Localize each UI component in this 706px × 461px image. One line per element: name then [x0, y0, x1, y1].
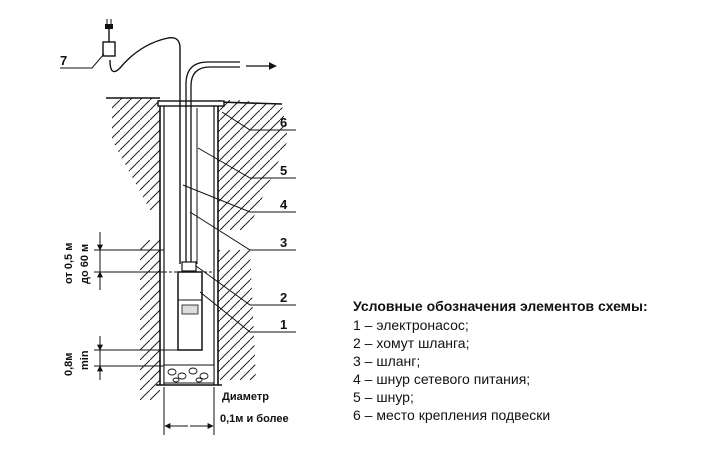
leader-7 — [60, 53, 105, 69]
label-4: 4 — [280, 197, 288, 212]
legend-item-6: 6 – место крепления подвески — [353, 407, 551, 423]
legend-item-3: 3 – шланг; — [353, 353, 421, 369]
leader-6 — [221, 111, 296, 131]
soil-right-upper — [218, 100, 288, 230]
label-1: 1 — [280, 317, 287, 332]
diameter-dimension — [163, 387, 215, 435]
gravel-filter — [163, 364, 215, 384]
label-2: 2 — [280, 290, 287, 305]
depth-label-line2: до 60 м — [79, 244, 91, 284]
gravel-stones — [167, 367, 209, 383]
depth-label-line1: от 0,5 м — [63, 243, 75, 284]
label-5: 5 — [280, 163, 287, 178]
label-6: 6 — [280, 115, 287, 130]
hose-inner — [190, 66, 240, 264]
leader-1 — [199, 291, 296, 333]
min-clearance-dimension — [94, 336, 178, 380]
power-plug — [102, 19, 116, 57]
ground-line-right — [217, 101, 283, 105]
leader-4 — [182, 184, 296, 213]
soil-left-upper — [112, 98, 160, 210]
legend-title: Условные обозначения элементов схемы: — [353, 298, 648, 314]
power-cord — [109, 37, 181, 264]
legend-item-2: 2 – хомут шланга; — [353, 335, 470, 351]
diameter-label-line2: 0,1м и более — [220, 413, 289, 425]
callout-numbers: 6 5 4 3 2 1 7 — [60, 53, 288, 332]
label-7: 7 — [60, 53, 67, 68]
leader-2 — [195, 265, 296, 306]
soil-right-lower — [218, 250, 256, 380]
leader-5 — [197, 147, 296, 179]
pump — [177, 261, 203, 351]
hose — [185, 61, 240, 264]
depth-dimension — [94, 232, 164, 290]
callout-leaders — [60, 53, 296, 333]
legend-item-5: 5 – шнур; — [353, 389, 414, 405]
legend-item-1: 1 – электронасос; — [353, 317, 469, 333]
ground — [106, 97, 288, 400]
hose-clamp — [181, 261, 197, 272]
pump-brand-plate — [181, 304, 199, 315]
min-label-line2: min — [79, 350, 91, 370]
legend: Условные обозначения элементов схемы: 1 … — [353, 297, 698, 424]
diameter-label-line1: Диаметр — [222, 391, 269, 403]
label-3: 3 — [280, 235, 287, 250]
min-label-line1: 0,8м — [63, 353, 75, 376]
soil-left-lower — [140, 240, 160, 400]
leader-3 — [189, 211, 296, 251]
legend-item-4: 4 – шнур сетевого питания; — [353, 371, 531, 387]
pipes-and-cables — [109, 37, 277, 264]
